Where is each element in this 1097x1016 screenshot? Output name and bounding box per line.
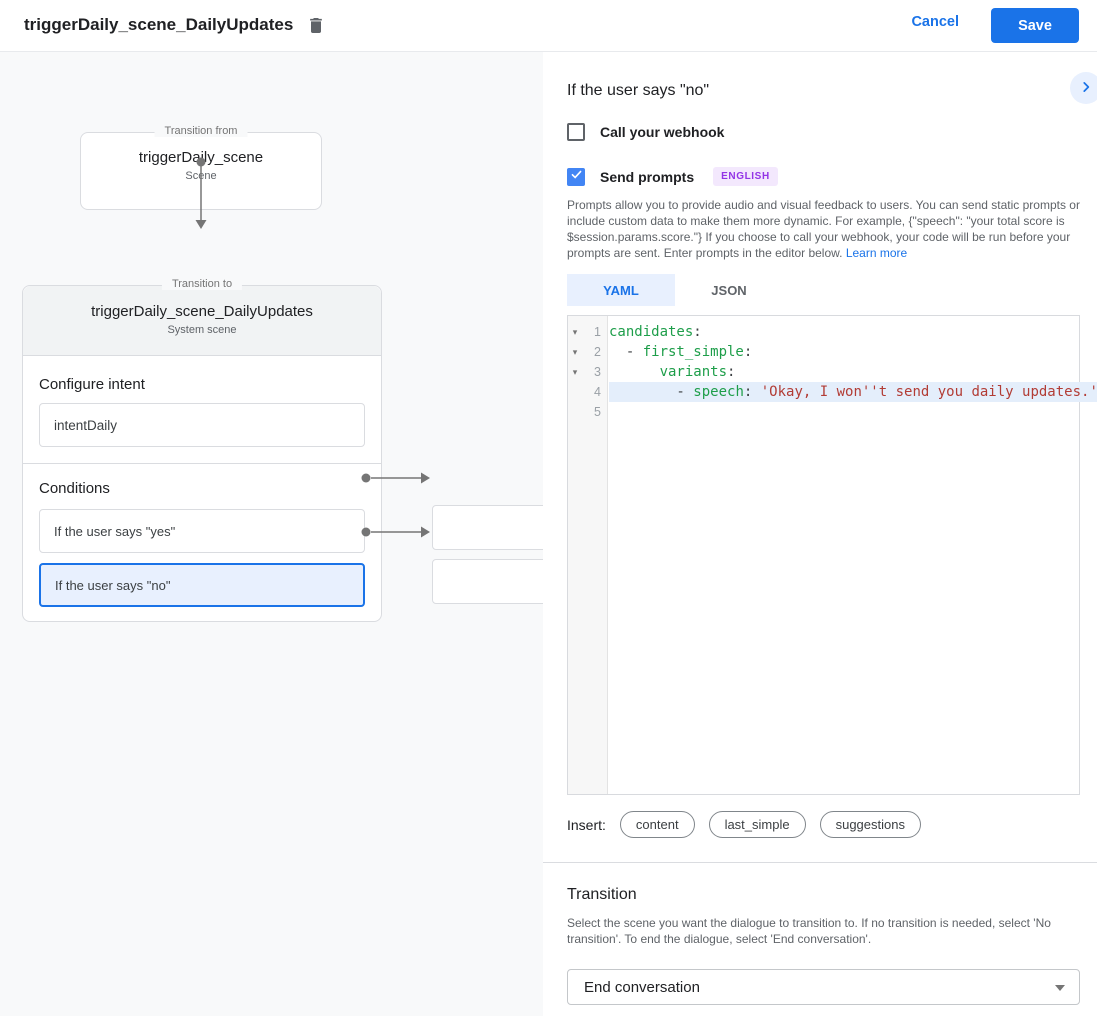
insert-chip-suggestions[interactable]: suggestions: [819, 811, 921, 838]
send-prompts-checkbox[interactable]: [567, 167, 585, 186]
code-token: :: [727, 364, 736, 380]
code-line: variants:: [609, 362, 1097, 382]
line-number: 3: [594, 365, 601, 379]
configure-intent-label: Configure intent: [39, 376, 145, 393]
collapse-panel-button[interactable]: [1070, 72, 1097, 104]
insert-label: Insert:: [567, 816, 606, 833]
scene-name: triggerDaily_scene: [138, 149, 264, 166]
webhook-checkbox-label: Call your webhook: [600, 124, 725, 140]
insert-chip-last-simple[interactable]: last_simple: [708, 811, 806, 838]
code-token: :: [743, 344, 753, 360]
transition-to-node: Transition to triggerDaily_scene_DailyUp…: [22, 278, 382, 622]
code-line-active: - speech: 'Okay, I won''t send you daily…: [609, 382, 1097, 402]
transition-title: Transition: [567, 886, 637, 903]
transition-from-legend: Transition from: [154, 125, 248, 137]
divider: [23, 463, 381, 464]
page-title: triggerDaily_scene_DailyUpdates: [24, 15, 294, 34]
code-lines: candidates: - first_simple: variants: - …: [609, 322, 1097, 422]
target-node-yes[interactable]: [432, 505, 557, 550]
section-divider: [543, 862, 1097, 863]
editor-gutter: ▾ 1 ▾ 2 ▾ 3 4 5: [568, 316, 608, 794]
prompts-description: Prompts allow you to provide audio and v…: [567, 197, 1084, 261]
webhook-checkbox[interactable]: [567, 123, 585, 141]
code-token: 'Okay, I won''t send you daily updates.': [760, 384, 1097, 400]
condition-detail-panel: If the user says "no" Call your webhook …: [543, 52, 1097, 1016]
code-editor[interactable]: ▾ 1 ▾ 2 ▾ 3 4 5 candidates: - first_simple:…: [567, 315, 1097, 795]
scene-type: Scene: [185, 170, 217, 182]
prompts-description-text: Prompts allow you to provide audio and v…: [567, 198, 1080, 260]
scene-name: triggerDaily_scene_DailyUpdates: [91, 303, 313, 320]
insert-toolbar: Insert: content last_simple suggestions: [567, 811, 921, 838]
scene-header: triggerDaily_scene_DailyUpdates System s…: [23, 286, 381, 356]
code-line: candidates:: [609, 322, 1097, 342]
line-number: 5: [594, 405, 601, 419]
code-token: :: [693, 324, 702, 340]
dropdown-caret-icon: [1055, 985, 1065, 991]
code-token: :: [743, 384, 761, 400]
transition-select-value: End conversation: [584, 978, 700, 996]
check-icon: [570, 168, 583, 186]
chevron-right-icon: [1079, 80, 1093, 97]
tab-yaml[interactable]: YAML: [567, 274, 675, 306]
code-token: -: [609, 384, 694, 400]
condition-item-yes[interactable]: If the user says "yes": [39, 509, 365, 553]
code-token: -: [609, 344, 643, 360]
code-token: candidates: [609, 324, 694, 340]
fold-icon[interactable]: ▾: [572, 366, 578, 377]
code-token: [609, 364, 660, 380]
line-number: 1: [594, 325, 601, 339]
fold-icon[interactable]: ▾: [572, 346, 578, 357]
learn-more-link[interactable]: Learn more: [845, 246, 908, 260]
scene-type: System scene: [167, 324, 237, 336]
insert-chip-content[interactable]: content: [619, 811, 695, 838]
transition-from-node[interactable]: Transition from triggerDaily_scene Scene: [80, 125, 322, 210]
fold-icon[interactable]: ▾: [572, 326, 578, 337]
delete-button[interactable]: [303, 14, 329, 40]
target-node-no[interactable]: [432, 559, 557, 604]
condition-item-no[interactable]: If the user says "no": [39, 563, 365, 607]
condition-title: If the user says "no": [567, 82, 710, 99]
top-bar: triggerDaily_scene_DailyUpdates Cancel S…: [0, 0, 1097, 52]
transition-select[interactable]: End conversation: [567, 969, 1080, 1005]
tab-json[interactable]: JSON: [711, 282, 747, 298]
transition-to-legend: Transition to: [161, 278, 243, 290]
save-button[interactable]: Save: [991, 8, 1079, 43]
transition-description: Select the scene you want the dialogue t…: [567, 916, 1051, 946]
code-token: first_simple: [642, 344, 744, 360]
conditions-label: Conditions: [39, 480, 110, 497]
code-line: - first_simple:: [609, 342, 1097, 362]
intent-input[interactable]: intentDaily: [39, 403, 365, 447]
editor-format-tabs: YAML JSON: [567, 274, 783, 306]
send-prompts-label: Send prompts: [600, 168, 695, 185]
trash-icon: [306, 18, 326, 39]
cancel-button[interactable]: Cancel: [911, 14, 959, 30]
line-number: 4: [594, 385, 601, 399]
language-badge: ENGLISH: [713, 167, 778, 186]
code-line: [609, 402, 1097, 422]
code-token: variants: [659, 364, 728, 380]
code-token: speech: [693, 384, 744, 400]
line-number: 2: [594, 345, 601, 359]
